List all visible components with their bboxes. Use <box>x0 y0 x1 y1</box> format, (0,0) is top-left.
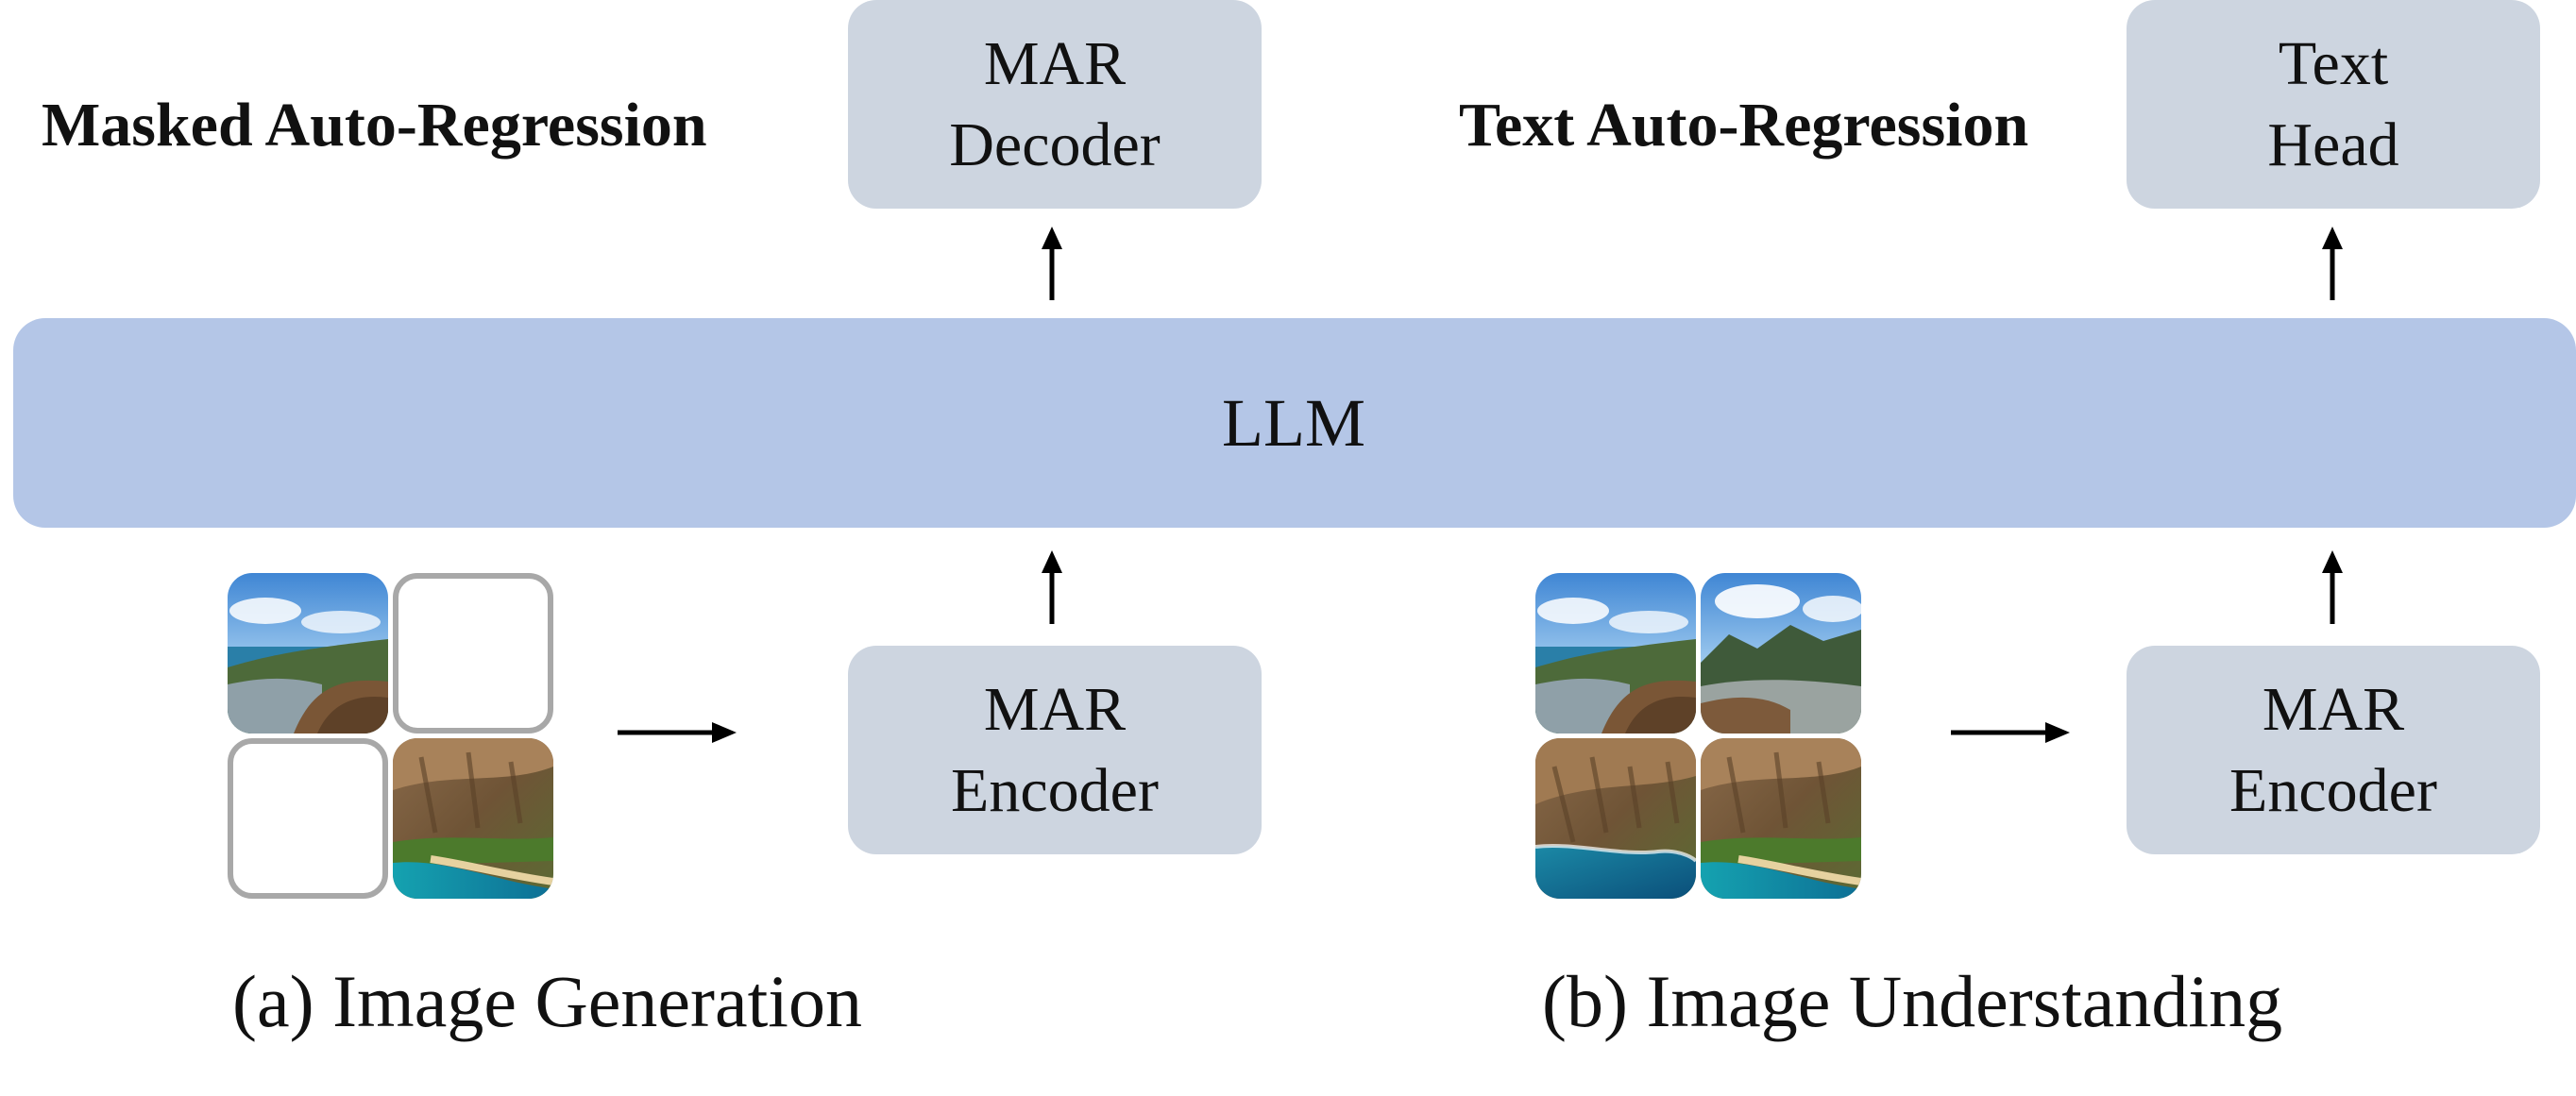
head-up-arrow <box>2322 227 2343 300</box>
understanding-image-tile-bottom-right <box>1701 738 1861 899</box>
text-head-line2: Head <box>2267 110 2399 179</box>
text-auto-regression-title: Text Auto-Regression <box>1459 91 2029 160</box>
understanding-image-tile-bottom-left <box>1535 738 1696 899</box>
masked-tile-top-right <box>393 573 553 733</box>
left-mar-encoder-line2: Encoder <box>951 755 1159 825</box>
llm-bar: LLM <box>13 318 2576 528</box>
understanding-image-tile-top-left <box>1535 573 1696 733</box>
understanding-image-tile-top-right <box>1701 573 1861 733</box>
left-mar-encoder-line1: MAR <box>983 674 1127 744</box>
masked-tile-bottom-left <box>228 738 388 899</box>
masked-auto-regression-title: Masked Auto-Regression <box>42 91 707 160</box>
right-encoder-up-arrow <box>2322 550 2343 624</box>
image-understanding-caption: (b) Image Understanding <box>1542 960 2283 1042</box>
text-head-box: Text Head <box>2127 0 2540 209</box>
mar-decoder-box: MAR Decoder <box>848 0 1262 209</box>
generation-image-tile-bottom-right <box>393 738 553 899</box>
generation-image-tile-top-left <box>228 573 388 733</box>
right-mar-encoder-box: MAR Encoder <box>2127 646 2540 854</box>
mar-decoder-line2: Decoder <box>949 110 1161 179</box>
image-generation-caption: (a) Image Generation <box>232 960 862 1042</box>
understanding-right-arrow <box>1951 722 2070 743</box>
right-mar-encoder-line2: Encoder <box>2229 755 2437 825</box>
left-encoder-up-arrow <box>1042 550 1062 624</box>
text-head-line1: Text <box>2278 28 2389 98</box>
right-mar-encoder-line1: MAR <box>2262 674 2405 744</box>
decoder-up-arrow <box>1042 227 1062 300</box>
left-mar-encoder-box: MAR Encoder <box>848 646 1262 854</box>
llm-label: LLM <box>1222 384 1365 461</box>
generation-right-arrow <box>618 722 737 743</box>
mar-decoder-line1: MAR <box>983 28 1127 98</box>
